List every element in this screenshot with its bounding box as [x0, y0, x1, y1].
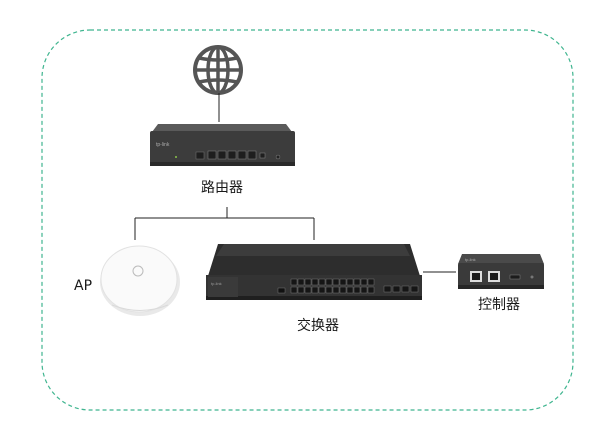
- svg-text:tp-link: tp-link: [211, 281, 222, 286]
- controller-label: 控制器: [478, 297, 520, 313]
- ap-label: AP: [74, 278, 93, 294]
- globe-icon: [193, 45, 243, 95]
- controller-device: tp-link: [458, 254, 544, 289]
- ap-device: [100, 245, 180, 316]
- switch-ports: [290, 278, 419, 294]
- router-label: 路由器: [201, 180, 243, 196]
- router-device: tp-link: [150, 124, 295, 166]
- svg-text:tp-link: tp-link: [156, 142, 170, 148]
- network-boundary: [41, 29, 574, 411]
- switch-label: 交换器: [297, 318, 339, 334]
- svg-text:tp-link: tp-link: [465, 257, 476, 262]
- switch-device: tp-link: [206, 244, 422, 300]
- router-links: [134, 207, 315, 240]
